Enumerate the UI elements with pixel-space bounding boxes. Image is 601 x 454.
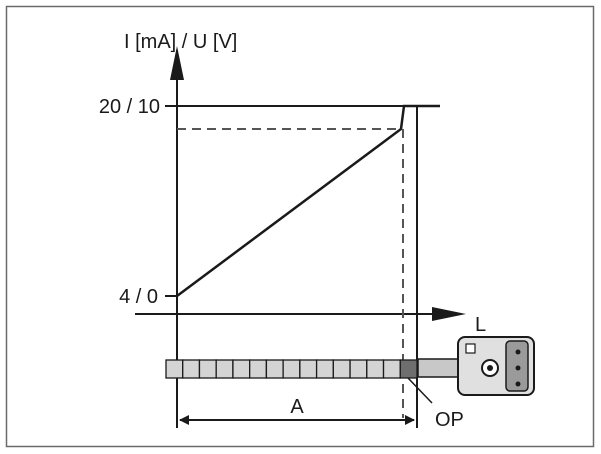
scale-segment [265, 359, 284, 379]
scale-segment [198, 359, 217, 379]
scale-segment [382, 359, 401, 379]
sensor-rod [417, 358, 461, 378]
x-axis-arrowhead [432, 307, 466, 321]
scale-segment [332, 359, 351, 379]
y-axis-arrowhead [170, 46, 184, 80]
scale-segment [282, 359, 301, 379]
scale-segment-end [399, 359, 418, 379]
y-bottom-value-label: 4 / 0 [119, 286, 158, 308]
operating-point-label: OP [435, 409, 464, 431]
x-axis-label: L [475, 314, 486, 336]
scale-segment [165, 359, 184, 379]
level-sensor-icon [457, 336, 535, 396]
scale-segment [215, 359, 234, 379]
y-top-value-label: 20 / 10 [99, 96, 160, 118]
scale-segment [366, 359, 385, 379]
scale-segment [315, 359, 334, 379]
scale-segment [232, 359, 251, 379]
op-leader-line [407, 377, 433, 404]
scale-segment [182, 359, 201, 379]
y-axis-label: I [mA] / U [V] [124, 31, 237, 53]
scale-segment [249, 359, 268, 379]
measuring-scale [165, 359, 418, 379]
output-characteristic-line [176, 104, 440, 298]
dimension-a-label: A [290, 396, 304, 418]
scale-segment [299, 359, 318, 379]
scale-segment [349, 359, 368, 379]
